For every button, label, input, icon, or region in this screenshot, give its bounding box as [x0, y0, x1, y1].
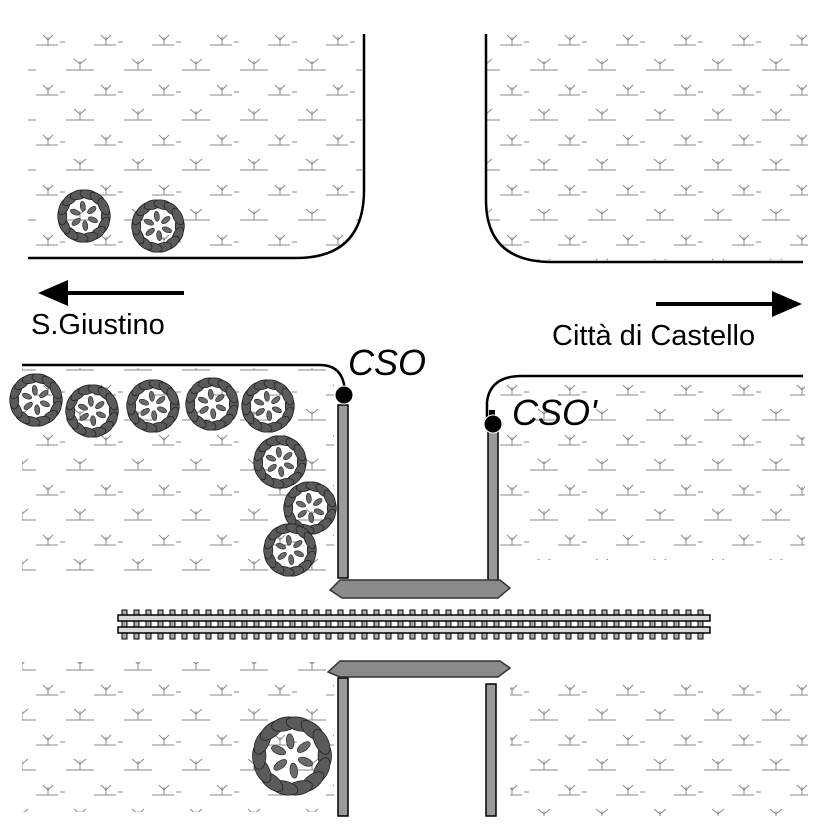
railway-sleepers [121, 609, 704, 640]
arrow-right-icon [656, 291, 802, 317]
grass-area-top-left [28, 28, 362, 256]
railway-sleeper [325, 609, 332, 640]
railway-sleeper [421, 609, 428, 640]
rail-bottom [117, 626, 711, 634]
railway-sleeper [145, 609, 152, 640]
bush-icon [131, 199, 185, 253]
road-posts [337, 404, 499, 817]
label-sensor-cso-prime: CSO' [512, 392, 597, 433]
road-edge-top-right [484, 34, 803, 264]
railway-sleeper [397, 609, 404, 640]
bush-icon [185, 377, 239, 431]
bush-icon [241, 379, 295, 433]
railway-sleeper [301, 609, 308, 640]
railway-sleeper [625, 609, 632, 640]
railway-sleeper [313, 609, 320, 640]
railway-sleeper [277, 609, 284, 640]
bush-icon [253, 435, 307, 489]
railway-sleeper [445, 609, 452, 640]
railway-sleeper [601, 609, 608, 640]
bush-icon [263, 523, 317, 577]
bush-icon [57, 189, 111, 243]
railway-sleeper [553, 609, 560, 640]
railway-sleeper [565, 609, 572, 640]
railway-sleeper [349, 609, 356, 640]
grass-area-middle-right [500, 376, 805, 560]
railway-sleeper [505, 609, 512, 640]
bush-icon [126, 379, 180, 433]
railway-sleeper [373, 609, 380, 640]
railway-sleeper [217, 609, 224, 640]
bush-icon [65, 384, 119, 438]
railway-sleeper [493, 609, 500, 640]
railway-sleeper [133, 609, 140, 640]
railway-sleeper [241, 609, 248, 640]
railway-sleeper [181, 609, 188, 640]
railway-sleeper [613, 609, 620, 640]
railway-sleeper [673, 609, 680, 640]
railway-sleeper [121, 609, 128, 640]
arrow-left-icon [38, 280, 184, 306]
bushes [9, 189, 337, 796]
railway-sleeper [637, 609, 644, 640]
post-west-upper [337, 404, 349, 579]
sensor-cso-prime-icon [483, 410, 503, 434]
road-edge-middle-right [485, 374, 803, 418]
railway-sleeper [265, 609, 272, 640]
railway-sleeper [649, 609, 656, 640]
post-west-lower [337, 677, 349, 817]
railway-sleeper [529, 609, 536, 640]
sensor-cso-icon [334, 385, 354, 405]
railway-sleeper [361, 609, 368, 640]
railway-sleeper [481, 609, 488, 640]
railway-sleeper [469, 609, 476, 640]
bush-icon [252, 716, 332, 796]
railway-sleeper [685, 609, 692, 640]
railway-sleeper [169, 609, 176, 640]
railway-sleeper [229, 609, 236, 640]
railway-sleeper [157, 609, 164, 640]
railway-sleeper [193, 609, 200, 640]
railway-sleeper [697, 609, 704, 640]
railway-sleeper [661, 609, 668, 640]
railway-sleeper [541, 609, 548, 640]
grass-area-bottom-right [510, 676, 808, 816]
rail-top [117, 614, 711, 622]
railway-sleeper [457, 609, 464, 640]
railway-sleeper [289, 609, 296, 640]
label-east-direction: Città di Castello [552, 320, 756, 352]
barrier-north [328, 579, 512, 599]
railway-sleeper [517, 609, 524, 640]
label-sensor-cso: CSO [348, 342, 427, 383]
railway-sleeper [205, 609, 212, 640]
railway-sleeper [577, 609, 584, 640]
railway-sleeper [409, 609, 416, 640]
railway-sleeper [433, 609, 440, 640]
label-west-direction: S.Giustino [31, 309, 165, 341]
railway-sleeper [253, 609, 260, 640]
barrier-south [326, 660, 512, 678]
railway-track [117, 609, 711, 640]
grass-area-top-right [487, 28, 808, 260]
railway-sleeper [337, 609, 344, 640]
bush-icon [9, 373, 63, 427]
road-edge-top-left [28, 34, 366, 260]
railway-sleeper [589, 609, 596, 640]
railway-sleeper [385, 609, 392, 640]
post-east-upper [487, 429, 499, 583]
post-east-lower [485, 683, 497, 817]
